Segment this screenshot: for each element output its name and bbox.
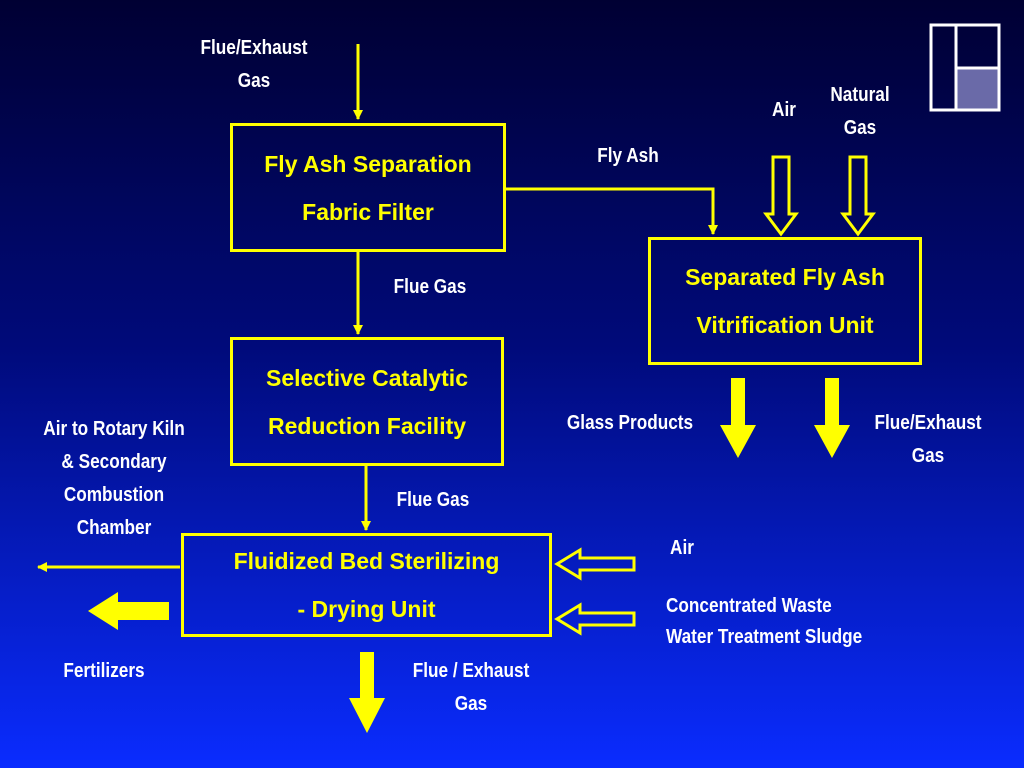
vitrification-line1: Separated Fly Ash (685, 264, 885, 290)
flue-exhaust-outlet-label: Flue / Exhaust Gas (412, 660, 530, 715)
scr-facility-box: Selective Catalytic Reduction Facility (230, 337, 504, 466)
fly-ash-separation-line2: Fabric Filter (302, 198, 434, 225)
vitrification-unit-box: Separated Fly Ash Vitrification Unit (648, 237, 922, 365)
fly-ash-route-arrow (506, 187, 718, 235)
window-grid-logo-icon (929, 23, 1001, 112)
natural-gas-label: Natural Gas (830, 84, 890, 139)
glass-products-solid-arrow (720, 378, 756, 458)
fly-ash-separation-box: Fly Ash Separation Fabric Filter (230, 123, 506, 252)
flue-gas-label-1: Flue Gas (393, 276, 467, 298)
air-dryer-label: Air (670, 537, 694, 559)
fluidized-bed-box: Fluidized Bed Sterilizing - Drying Unit (181, 533, 552, 637)
air-to-rotary-kiln-label: Air to Rotary Kiln & Secondary Combustio… (43, 418, 185, 539)
vitrification-exhaust-solid-arrow (814, 378, 850, 458)
flue-exhaust-vitrification-label: Flue/Exhaust Gas (874, 412, 982, 467)
air-inlet-hollow-arrow (763, 155, 799, 237)
air-vitrification-label: Air (772, 99, 796, 121)
vitrification-line2: Vitrification Unit (696, 312, 874, 338)
fertilizers-label: Fertilizers (63, 660, 145, 682)
flue-gas-label-2: Flue Gas (396, 489, 470, 511)
natural-gas-hollow-arrow (840, 155, 876, 237)
fly-ash-separation-line1: Fly Ash Separation (264, 150, 472, 177)
air-dryer-hollow-arrow (554, 547, 636, 581)
fluidized-bed-line2: - Drying Unit (297, 596, 436, 622)
flue-exhaust-outlet-solid-arrow (349, 652, 385, 733)
flue-exhaust-inlet-label: Flue/Exhaust Gas (200, 37, 308, 92)
sludge-hollow-arrow (554, 602, 636, 636)
concentrated-waste-label: Concentrated Waste Water Treatment Sludg… (666, 595, 863, 648)
scr-line2: Reduction Facility (267, 412, 467, 439)
fly-ash-label: Fly Ash (597, 145, 659, 167)
fluidized-bed-line1: Fluidized Bed Sterilizing (233, 548, 500, 574)
glass-products-label: Glass Products (566, 412, 694, 434)
scr-line1: Selective Catalytic (265, 364, 468, 391)
fertilizers-solid-arrow (88, 592, 169, 630)
